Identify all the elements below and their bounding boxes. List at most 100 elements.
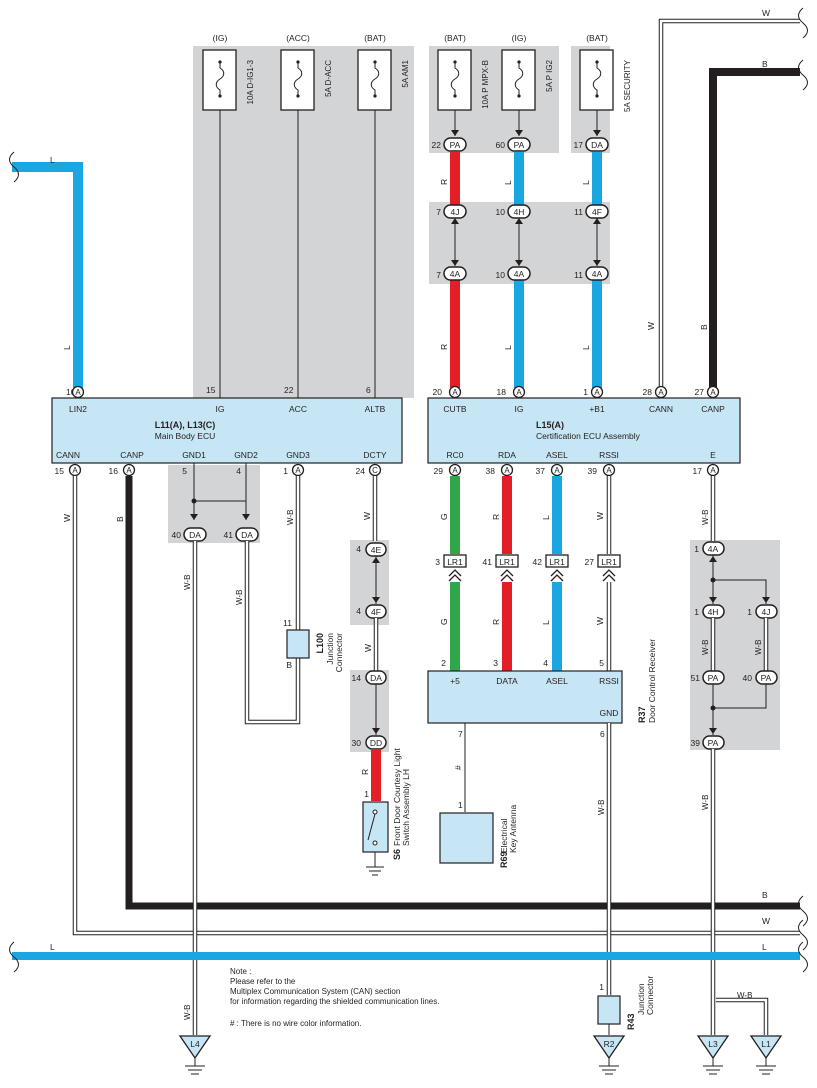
svg-text:L4: L4	[190, 1039, 200, 1049]
svg-text:4E: 4E	[371, 545, 382, 555]
svg-text:4F: 4F	[592, 207, 602, 217]
svg-text:10: 10	[66, 387, 76, 397]
svg-text:17: 17	[574, 140, 584, 150]
svg-text:A: A	[126, 466, 132, 475]
svg-text:PA: PA	[450, 140, 461, 150]
svg-text:L3: L3	[708, 1039, 718, 1049]
fuse-name: 5A D-ACC	[324, 60, 333, 97]
svg-text:11: 11	[574, 207, 583, 217]
junction-4j-4a: 7 4J 7 4A	[436, 204, 467, 281]
connector-da-17: 17 DA	[574, 137, 609, 152]
ground-l4: L4	[178, 1035, 212, 1075]
svg-text:+B1: +B1	[589, 404, 605, 414]
svg-text:IG: IG	[515, 404, 524, 414]
svg-text:LR1: LR1	[447, 557, 463, 567]
connector-4h-right: 1 4H	[694, 604, 725, 619]
svg-text:DA: DA	[241, 530, 253, 540]
connector-pa-39: 39 PA	[691, 735, 725, 750]
fuse-source-label: (BAT)	[444, 33, 466, 43]
svg-text:A: A	[710, 388, 716, 397]
s6-door-courtesy-switch: 1 S6 Front Door Courtesy Light Switch As…	[362, 748, 411, 876]
svg-text:14: 14	[352, 673, 362, 683]
svg-text:39: 39	[588, 466, 598, 476]
junction-4f-4a: 11 4F 11 4A	[574, 204, 609, 281]
wire-color-l: L	[503, 180, 513, 185]
svg-text:28: 28	[643, 387, 653, 397]
svg-text:3: 3	[435, 557, 440, 567]
svg-text:W-B: W-B	[701, 795, 710, 810]
svg-text:4J: 4J	[762, 607, 771, 617]
svg-text:A: A	[516, 388, 522, 397]
bus-l-label-left: L	[50, 942, 55, 952]
fuse-d-acc: (ACC) 5A D-ACC	[280, 33, 333, 111]
svg-text:10: 10	[496, 270, 506, 280]
svg-text:ASEL: ASEL	[546, 450, 568, 460]
wire-color-l: L	[581, 180, 591, 185]
svg-text:W-B: W-B	[737, 991, 752, 1000]
svg-text:17: 17	[693, 466, 703, 476]
svg-text:42: 42	[533, 557, 543, 567]
connector-lr1-27: 27 LR1	[585, 554, 621, 582]
svg-text:IG: IG	[216, 404, 225, 414]
svg-text:4J: 4J	[451, 207, 460, 217]
svg-text:16: 16	[109, 466, 119, 476]
svg-text:41: 41	[483, 557, 493, 567]
svg-text:Switch Assembly LH: Switch Assembly LH	[401, 769, 411, 846]
svg-text:L100: L100	[315, 633, 325, 654]
svg-text:4A: 4A	[708, 544, 719, 554]
fuse-source-label: (ACC)	[286, 33, 310, 43]
main-body-ecu: 10 A LIN2 15 IG 22 ACC 6 ALTB L11(A), L1…	[51, 385, 403, 477]
svg-text:ALTB: ALTB	[365, 404, 386, 414]
svg-text:ACC: ACC	[289, 404, 307, 414]
svg-text:A: A	[295, 466, 301, 475]
cert-ecu-name: Certification ECU Assembly	[536, 431, 641, 441]
svg-text:22: 22	[432, 140, 442, 150]
svg-text:1: 1	[694, 544, 699, 554]
svg-text:GND3: GND3	[286, 450, 310, 460]
ground-l3: L3	[696, 1035, 730, 1075]
svg-text:CANN: CANN	[649, 404, 673, 414]
svg-text:22: 22	[284, 385, 294, 395]
dcty-w-label-2: W	[363, 644, 373, 652]
fuse-source-label: (BAT)	[586, 33, 608, 43]
svg-text:L: L	[541, 620, 551, 625]
svg-text:PA: PA	[761, 673, 772, 683]
svg-text:41: 41	[224, 530, 234, 540]
svg-text:29: 29	[434, 466, 444, 476]
connector-da-40: 40 DA	[172, 527, 207, 542]
svg-text:LR1: LR1	[601, 557, 617, 567]
right-top-b-label: B	[762, 59, 768, 69]
connector-pa-60: 60 PA	[496, 137, 531, 152]
lin2-wire-label: L	[62, 345, 72, 350]
svg-text:PA: PA	[708, 673, 719, 683]
svg-text:24: 24	[356, 466, 366, 476]
svg-text:27: 27	[585, 557, 595, 567]
svg-text:R: R	[491, 514, 501, 520]
connector-pa-51: 51 PA	[691, 670, 725, 685]
r37-door-control-receiver: 2 +5 3 DATA 4 ASEL 5 RSSI GND 7 6 R37 Do…	[427, 639, 657, 739]
svg-text:Note :: Note :	[230, 967, 251, 976]
wb-label: W-B	[235, 590, 244, 605]
fuse-name: 10A D-IG1-3	[246, 59, 255, 104]
svg-text:2: 2	[441, 658, 446, 668]
svg-text:DD: DD	[370, 738, 382, 748]
connector-lr1-42: 42 LR1	[533, 554, 569, 582]
main-body-ecu-name: Main Body ECU	[155, 431, 215, 441]
fuse-source-label: (IG)	[213, 33, 228, 43]
connector-lr1-41: 41 LR1	[483, 554, 519, 582]
svg-text:1: 1	[583, 387, 588, 397]
svg-text:10: 10	[496, 207, 506, 217]
svg-text:R43: R43	[626, 1013, 636, 1030]
cann-wire-label: W	[646, 322, 656, 330]
dcty-w-label: W	[362, 512, 372, 520]
svg-text:A: A	[452, 466, 458, 475]
note-block: Note : Please refer to the Multiplex Com…	[230, 967, 439, 1028]
svg-text:1: 1	[364, 789, 369, 799]
svg-text:A: A	[606, 466, 612, 475]
svg-text:R69: R69	[499, 851, 509, 868]
svg-text:7: 7	[458, 729, 463, 739]
svg-text:4H: 4H	[514, 207, 525, 217]
svg-text:RC0: RC0	[446, 450, 463, 460]
svg-text:PA: PA	[708, 738, 719, 748]
